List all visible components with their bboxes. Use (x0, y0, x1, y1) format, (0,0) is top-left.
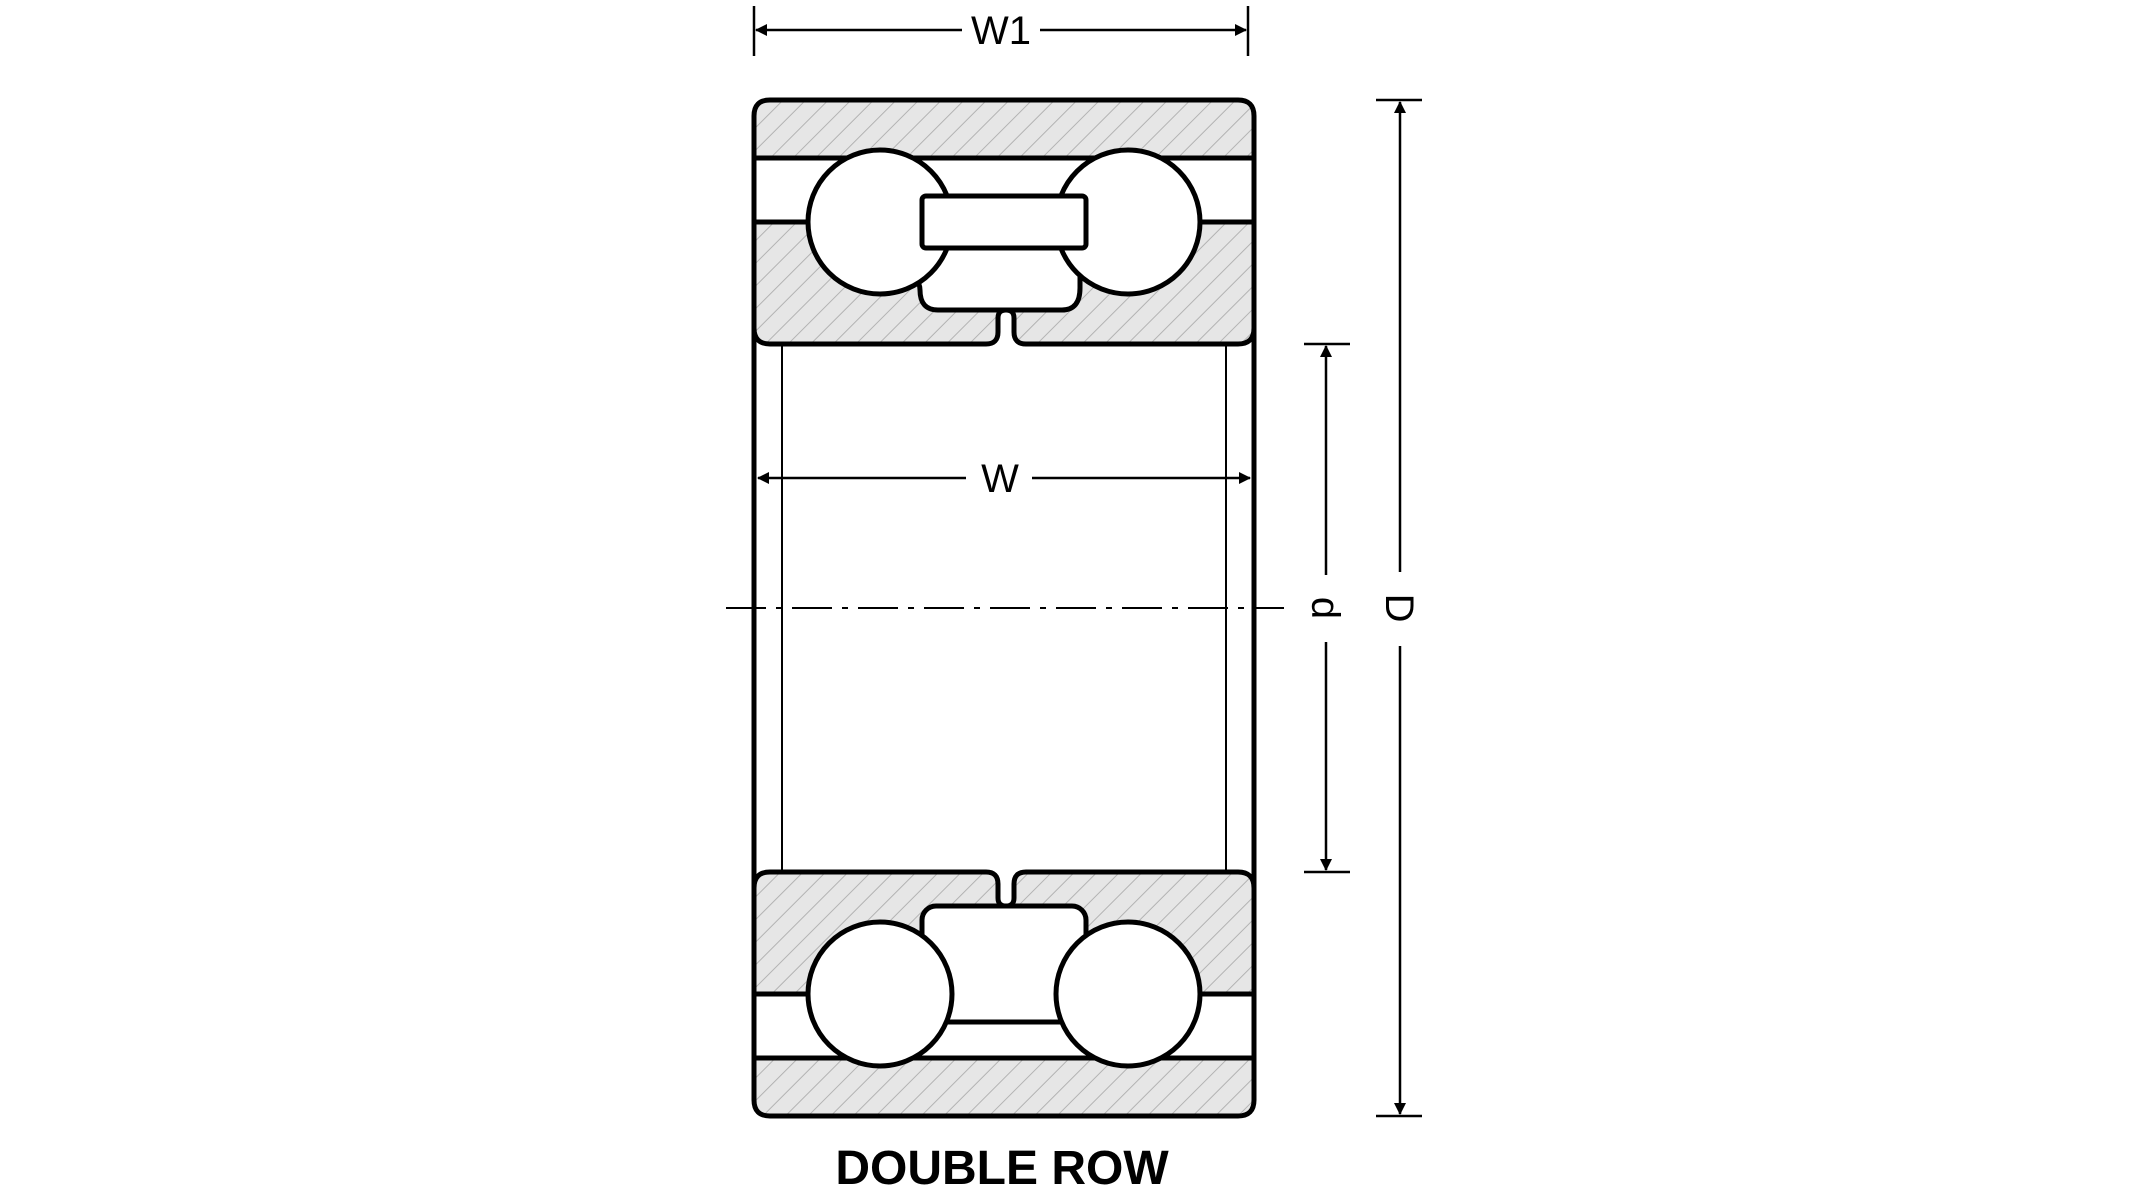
outer-ring-top (751, 97, 1257, 161)
cage-bar-top (919, 193, 1089, 251)
diagram-caption: DOUBLE ROW (835, 1142, 1169, 1195)
top-section (751, 97, 1257, 347)
bottom-section (751, 869, 1257, 1119)
dimension-d-label: d (1303, 597, 1347, 619)
dimension-outer-d-label: D (1377, 594, 1421, 623)
ball-bottom-right (1053, 919, 1203, 1069)
ball-bottom-left (805, 919, 955, 1069)
dimension-w-label: W (981, 457, 1019, 501)
dimension-outer-d (1376, 98, 1422, 1118)
outer-ring-bottom (751, 1055, 1257, 1119)
dimension-d (1304, 342, 1350, 874)
dimension-w1 (752, 6, 1250, 56)
dimension-w1-label: W1 (971, 9, 1031, 53)
